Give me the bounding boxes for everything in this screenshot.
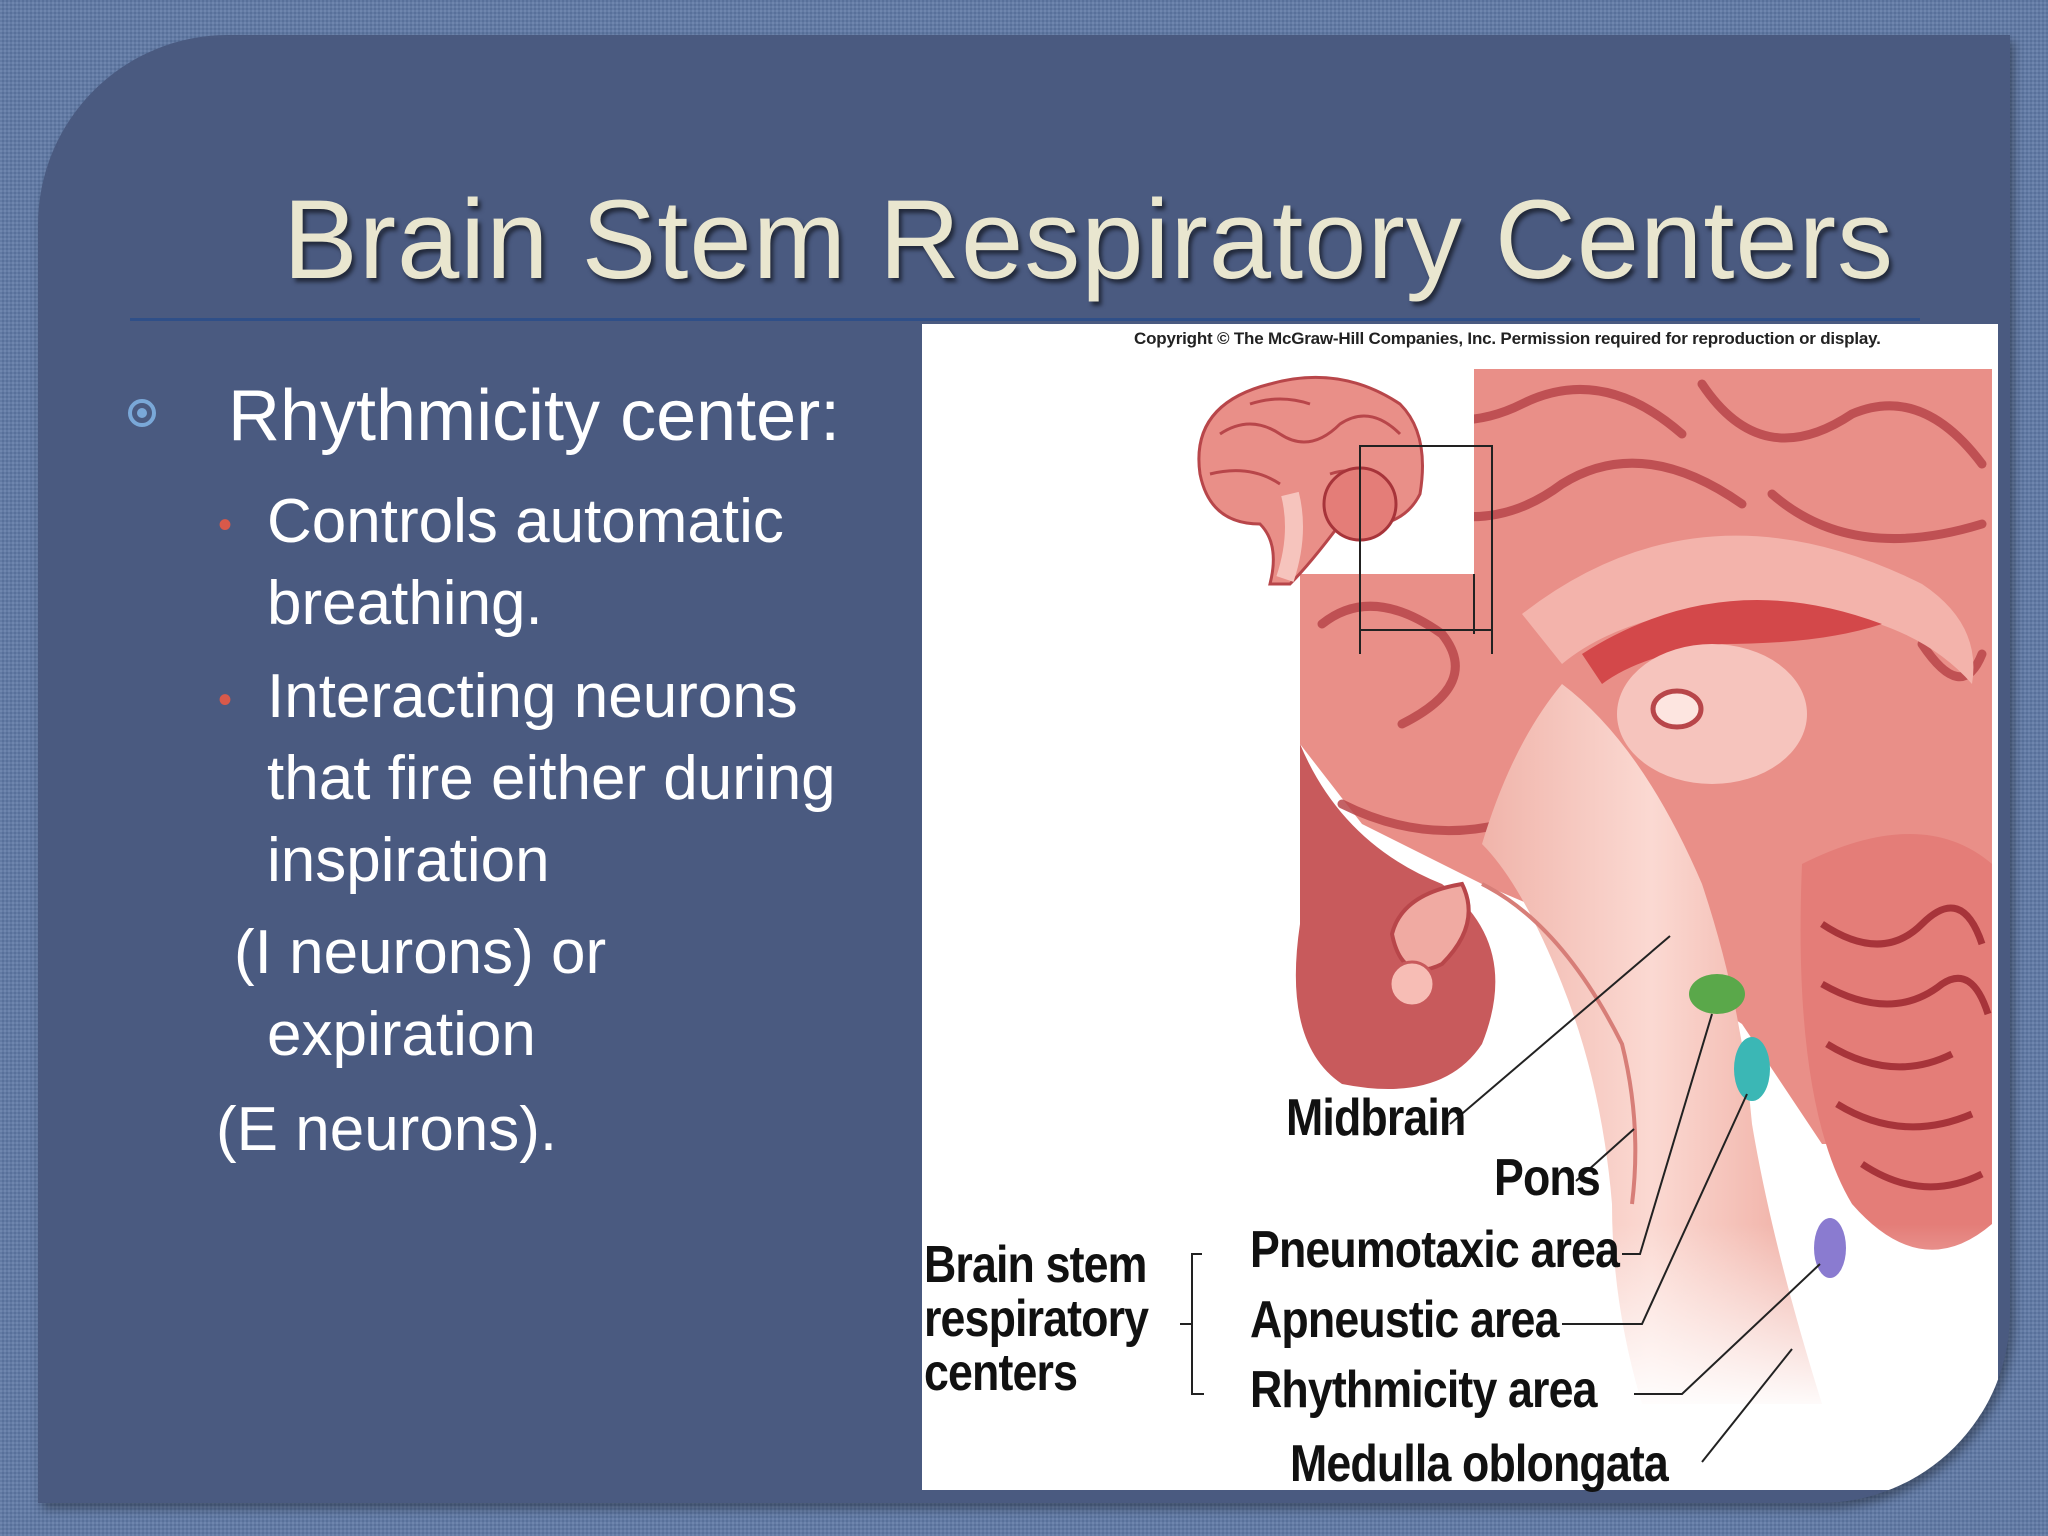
bullet-marker-icon — [128, 399, 156, 427]
bracket — [1191, 1253, 1204, 1395]
brain-stem-figure: Copyright © The McGraw-Hill Companies, I… — [922, 324, 1998, 1493]
title-divider — [130, 318, 1920, 321]
group-label-line-3: centers — [924, 1344, 1078, 1402]
slide: Brain Stem Respiratory Centers Rhythmici… — [38, 35, 2010, 1503]
label-pons: Pons — [1494, 1149, 1601, 1207]
medulla-leader-line — [1701, 1348, 1793, 1463]
continuation-line-3: (E neurons). — [216, 1095, 558, 1164]
pneumotaxic-leader-line — [1622, 1013, 1713, 1255]
slide-title: Brain Stem Respiratory Centers — [283, 177, 1895, 302]
rhythmicity-leader-line — [1634, 1263, 1821, 1395]
sub-bullet-2: Interacting neurons that fire either dur… — [267, 656, 836, 902]
sub-bullet-dot-icon: • — [218, 503, 233, 547]
sub-bullet-2-line-1: Interacting neurons — [267, 662, 798, 731]
sub-bullet-2-line-3: inspiration — [267, 826, 550, 895]
label-pneumotaxic-area: Pneumotaxic area — [1250, 1221, 1620, 1279]
pons-leader-line — [1575, 1128, 1635, 1182]
continuation-line-1: (I neurons) or — [234, 918, 607, 987]
continuation-line-2: expiration — [267, 1000, 536, 1069]
label-rhythmicity-area: Rhythmicity area — [1250, 1361, 1597, 1419]
apneustic-area-marker — [1734, 1037, 1770, 1101]
group-label-line-2: respiratory — [924, 1290, 1149, 1348]
sub-bullet-1-line-2: breathing. — [267, 569, 543, 638]
label-apneustic-area: Apneustic area — [1250, 1291, 1559, 1349]
label-midbrain: Midbrain — [1286, 1089, 1466, 1147]
sub-bullet-dot-icon: • — [218, 678, 233, 722]
sub-bullet-1-line-1: Controls automatic — [267, 487, 784, 556]
apneustic-leader-line — [1562, 1093, 1748, 1325]
sub-bullet-2-line-2: that fire either during — [267, 744, 836, 813]
brain-illustration — [1170, 354, 1998, 1463]
copyright-notice: Copyright © The McGraw-Hill Companies, I… — [1134, 329, 1881, 348]
group-label-line-1: Brain stem — [924, 1236, 1147, 1294]
midbrain-leader-line — [1449, 935, 1671, 1125]
bullet-label: Rhythmicity center: — [228, 376, 841, 456]
label-medulla-oblongata: Medulla oblongata — [1290, 1435, 1669, 1493]
sub-bullet-1: Controls automatic breathing. — [267, 481, 784, 645]
pneumotaxic-area-marker — [1689, 974, 1745, 1014]
rhythmicity-area-marker — [1814, 1218, 1846, 1278]
label-brain-stem-respiratory-centers: Brain stem respiratory centers — [924, 1236, 1149, 1402]
